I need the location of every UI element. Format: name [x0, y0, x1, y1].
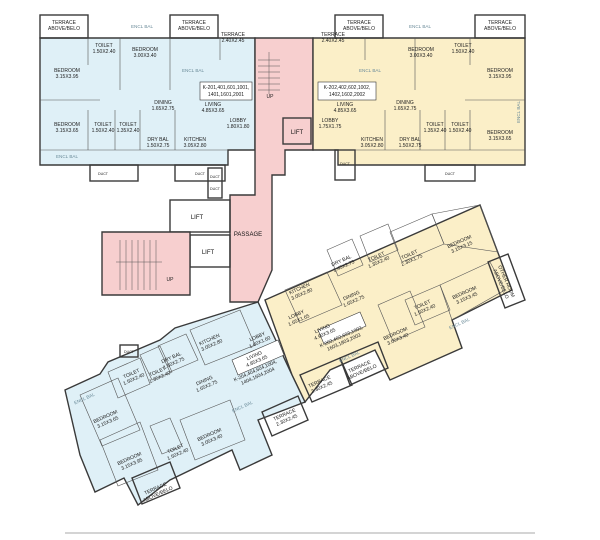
dining-label: 1.65X2.75 — [152, 106, 175, 112]
living-label: 4.85X3.65 — [334, 108, 357, 114]
bedroom-label: 3.15X3.65 — [56, 128, 79, 134]
lift-label: LIFT — [291, 130, 304, 136]
encl-bal-label: ENCL BAL — [359, 68, 381, 73]
lobby-label: LOBBY — [230, 118, 247, 124]
bedroom-label: BEDROOM — [132, 47, 158, 53]
living-label: LIVING — [205, 102, 222, 108]
bedroom-label: 3.15X3.95 — [489, 74, 512, 80]
dry-bal-label: 1.50X2.75 — [147, 143, 170, 149]
lift-label: LIFT — [191, 215, 204, 221]
flat-wing-yellow — [264, 204, 526, 404]
kitchen-label: 3.05X2.80 — [361, 143, 384, 149]
flat-top-right — [312, 14, 526, 182]
toilet-label: 1.35X2.40 — [424, 128, 447, 134]
terrace-label: 2.40X2.45 — [222, 38, 245, 44]
kitchen-label: KITCHEN — [184, 137, 206, 143]
duct-label: DUCT — [98, 172, 109, 176]
encl-bal-label: ENCL BAL — [409, 24, 431, 29]
dry-bal-label: DRY BAL — [147, 137, 168, 143]
toilet-label: TOILET — [454, 43, 471, 49]
terrace-label: ABOVE/BELO — [178, 26, 210, 32]
toilet-label: TOILET — [451, 122, 468, 128]
bedroom-label: BEDROOM — [408, 47, 434, 53]
bedroom-label: 3.00X3.40 — [134, 53, 157, 59]
duct-label: DUCT — [340, 162, 351, 166]
terrace-label: TERRACE — [321, 32, 346, 38]
encl-bal-label: ENCL BAL — [182, 68, 204, 73]
bedroom-label: BEDROOM — [487, 68, 513, 74]
flat-top-left — [39, 14, 256, 182]
terrace-label: ABOVE/BELO — [48, 26, 80, 32]
toilet-label: 1.50X2.40 — [93, 49, 116, 55]
terrace-label: TERRACE — [182, 20, 207, 26]
flat-numbers-label: K-202,402,602,1002, — [324, 85, 371, 91]
kitchen-label: 3.05X2.80 — [184, 143, 207, 149]
lobby-label: 1.80X1.80 — [227, 124, 250, 130]
encl-bal-label: ENCL BAL — [56, 154, 78, 159]
dry-bal-label: 1.50X2.75 — [399, 143, 422, 149]
toilet-label: 1.50X2.40 — [452, 49, 475, 55]
kitchen-label: KITCHEN — [361, 137, 383, 143]
terrace-label: ABOVE/BELO — [343, 26, 375, 32]
flat-numbers-label: K-201,401,601,1001, — [203, 85, 250, 91]
bedroom-label: BEDROOM — [487, 130, 513, 136]
living-label: LIVING — [337, 102, 354, 108]
toilet-label: TOILET — [426, 122, 443, 128]
living-label: 4.85X3.65 — [202, 108, 225, 114]
central-core — [101, 37, 314, 303]
duct-label: DUCT — [210, 175, 221, 179]
terrace-label: TERRACE — [221, 32, 246, 38]
toilet-label: TOILET — [119, 122, 136, 128]
toilet-label: 1.35X2.40 — [117, 128, 140, 134]
terrace-label: TERRACE — [347, 20, 372, 26]
duct-label: DUCT — [445, 172, 456, 176]
duct-label: DUCT — [210, 187, 221, 191]
toilet-label: 1.50X2.40 — [449, 128, 472, 134]
terrace-label: 2.40X2.45 — [322, 38, 345, 44]
terrace-label: TERRACE — [52, 20, 77, 26]
duct-label: DUCT — [124, 350, 135, 354]
flat-numbers-label: 1401,1601,2001 — [208, 92, 244, 98]
flat-numbers-label: 1402,1602,2002 — [329, 92, 365, 98]
dry-bal-label: DRY BAL — [399, 137, 420, 143]
bedroom-label: BEDROOM — [54, 68, 80, 74]
lobby-label: LOBBY — [322, 118, 339, 124]
flat-wing-blue — [64, 301, 309, 507]
terrace-label: TERRACE — [488, 20, 513, 26]
passage-label: PASSAGE — [234, 232, 262, 238]
lobby-label: 1.75X1.75 — [319, 124, 342, 130]
duct-label: DUCT — [195, 172, 206, 176]
dining-label: 1.65X2.75 — [394, 106, 417, 112]
dining-label: DINING — [154, 100, 172, 106]
bedroom-label: 3.15X3.95 — [56, 74, 79, 80]
bedroom-label: 3.00X3.40 — [410, 53, 433, 59]
bedroom-label: 3.15X3.65 — [489, 136, 512, 142]
toilet-label: TOILET — [94, 122, 111, 128]
bedroom-label: BEDROOM — [54, 122, 80, 128]
encl-bal-label: ENCL BAL — [131, 24, 153, 29]
toilet-label: TOILET — [95, 43, 112, 49]
dining-label: DINING — [396, 100, 414, 106]
lift-label: LIFT — [202, 250, 215, 256]
toilet-label: 1.50X2.40 — [92, 128, 115, 134]
encl-bal-label: ENCL BAL — [516, 101, 521, 123]
terrace-label: ABOVE/BELO — [484, 26, 516, 32]
stair-up-label: UP — [167, 277, 175, 283]
stair-up-label: UP — [267, 94, 275, 100]
